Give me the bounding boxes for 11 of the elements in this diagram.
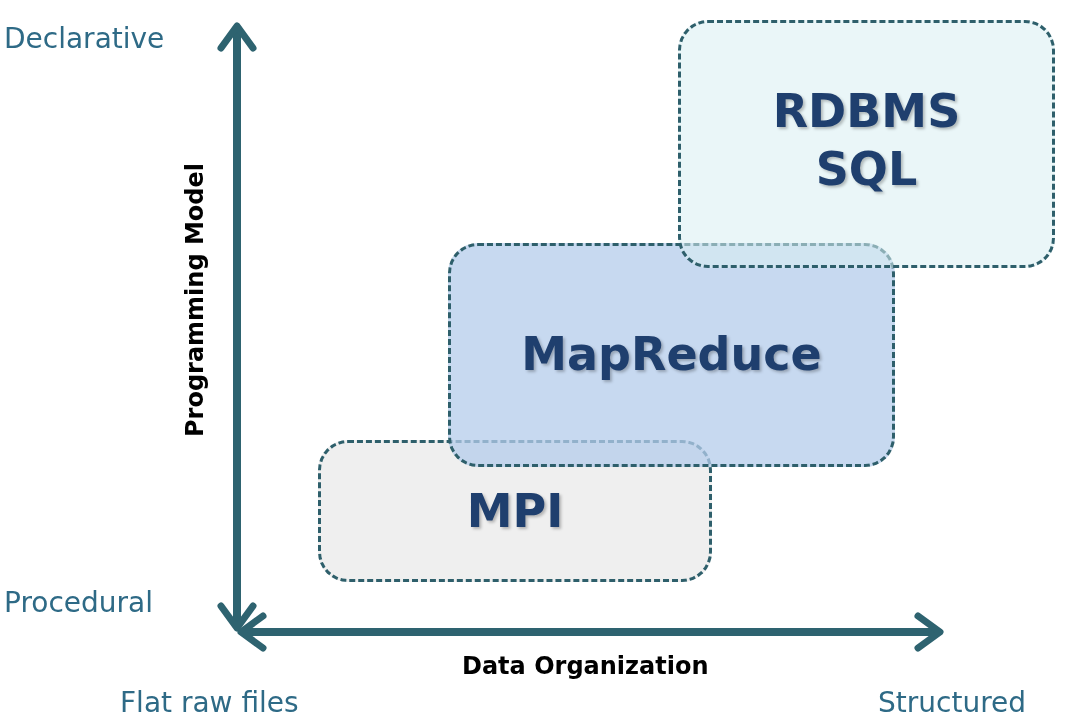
category-box (678, 20, 1055, 268)
axis-title: Programming Model (181, 163, 209, 437)
category-box (448, 243, 895, 467)
axis-end-label: Flat raw files (120, 686, 299, 719)
axis-end-label: Procedural (4, 586, 153, 619)
axis-end-label: Declarative (4, 22, 165, 55)
box-label: RDBMS SQL (771, 83, 962, 198)
axis-title: Data Organization (462, 652, 709, 680)
axis-end-label: Structured (878, 686, 1027, 719)
box-label: MPI (466, 483, 564, 540)
box-label: MapReduce (521, 326, 822, 383)
